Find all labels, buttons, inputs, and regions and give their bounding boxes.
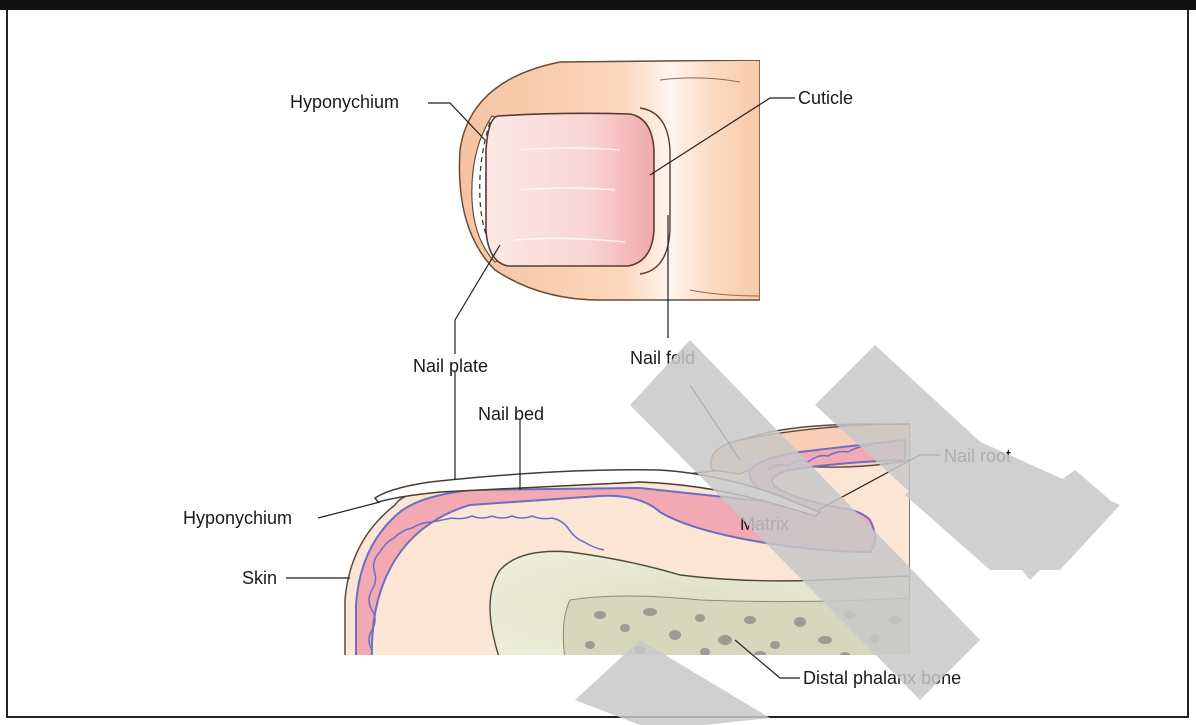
finger-top-view <box>459 60 760 300</box>
label-nail-plate: Nail plate <box>413 356 488 376</box>
label-cuticle: Cuticle <box>798 88 853 108</box>
leader-hyponychium-bottom <box>318 502 380 518</box>
label-skin: Skin <box>242 568 277 588</box>
nail-plate-top <box>486 113 654 266</box>
label-hyponychium-top: Hyponychium <box>290 92 399 112</box>
label-hyponychium-bottom: Hyponychium <box>183 508 292 528</box>
label-nail-bed: Nail bed <box>478 404 544 424</box>
